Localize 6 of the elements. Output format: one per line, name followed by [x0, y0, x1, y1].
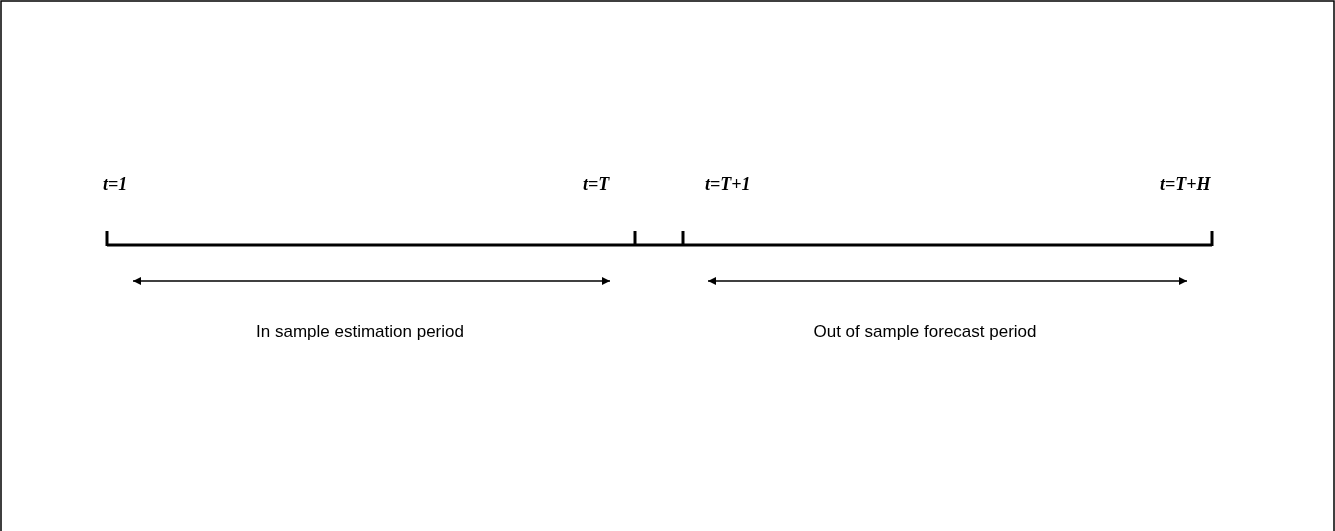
time-label: t=1 [103, 174, 128, 195]
time-label: t=T+1 [705, 174, 751, 195]
period-label: Out of sample forecast period [813, 322, 1037, 342]
time-label: t=T [583, 174, 610, 195]
time-label: t=T+H [1160, 174, 1211, 195]
period-label: In sample estimation period [256, 322, 464, 342]
